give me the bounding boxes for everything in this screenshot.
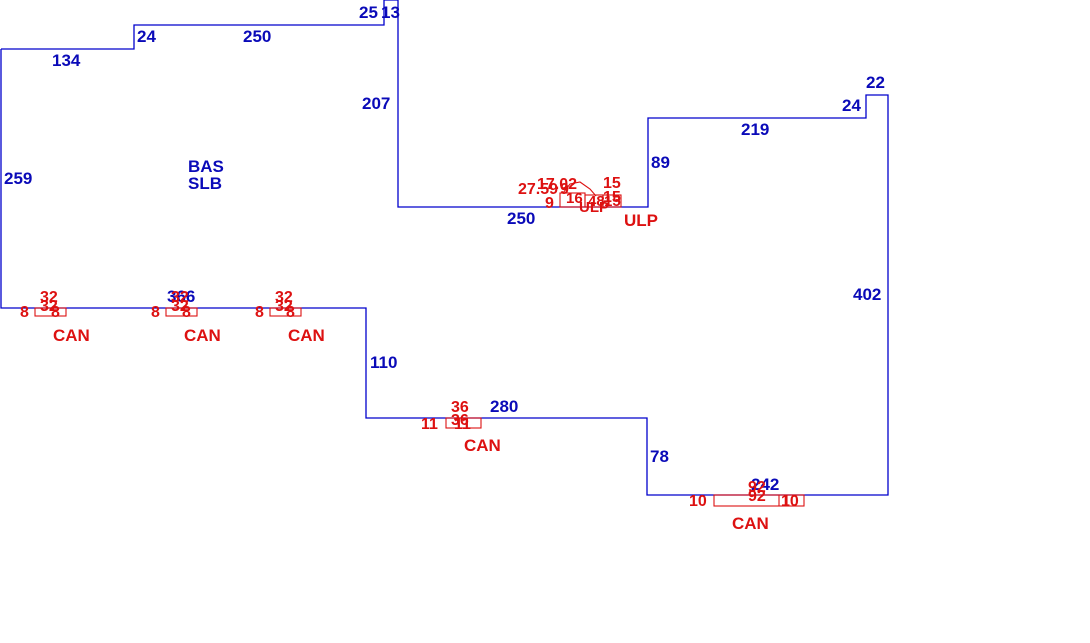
dimension-24-top: 24 bbox=[137, 27, 156, 46]
ulp-value-15-right: 15 bbox=[604, 193, 621, 210]
dimension-89: 89 bbox=[651, 153, 670, 172]
can-5-label: CAN bbox=[732, 514, 769, 533]
dimension-219: 219 bbox=[741, 120, 769, 139]
dimension-402: 402 bbox=[853, 285, 881, 304]
can-5-right-value: 10 bbox=[781, 493, 799, 510]
dimension-22: 22 bbox=[866, 73, 885, 92]
can-3-left-value: 8 bbox=[255, 304, 264, 321]
can-5-left-value: 10 bbox=[689, 493, 707, 510]
dimension-25: 25 bbox=[359, 3, 378, 22]
room-label-line1: BAS bbox=[188, 157, 224, 176]
room-label-line2: SLB bbox=[188, 174, 222, 193]
can-1-left-value: 8 bbox=[20, 304, 29, 321]
can-fixture-2: 32 32 8 8 CAN bbox=[151, 289, 221, 345]
dimension-78: 78 bbox=[650, 447, 669, 466]
can-2-top-value: 32 bbox=[171, 289, 189, 306]
ulp-fixture-box-right bbox=[602, 194, 622, 208]
ulp-value-27-59: 27.59 bbox=[518, 181, 558, 198]
can-fixture-3-body bbox=[269, 307, 302, 317]
dimension-250-mid: 250 bbox=[507, 209, 535, 228]
can-1-top-value: 32 bbox=[40, 289, 58, 306]
ulp-value-15-top: 15 bbox=[603, 175, 621, 192]
ulp-value-9-right: 9 bbox=[560, 181, 569, 198]
can-1-mid-value: 32 bbox=[40, 298, 58, 315]
can-4-right-value: 11 bbox=[454, 416, 471, 433]
can-fixture-1: 32 32 8 8 CAN bbox=[20, 289, 90, 345]
ulp-value-16: 16 bbox=[566, 190, 583, 207]
dimension-366: 366 bbox=[167, 287, 195, 306]
can-1-right-value: 8 bbox=[51, 304, 60, 321]
dimension-134: 134 bbox=[52, 51, 81, 70]
can-3-right-value: 8 bbox=[286, 304, 295, 321]
ulp-value-15-mid: 15 bbox=[603, 189, 621, 206]
can-2-label: CAN bbox=[184, 326, 221, 345]
can-4-label: CAN bbox=[464, 436, 501, 455]
dimension-207: 207 bbox=[362, 94, 390, 113]
dimension-24-right: 24 bbox=[842, 96, 861, 115]
can-3-label: CAN bbox=[288, 326, 325, 345]
can-3-mid-value: 32 bbox=[275, 298, 293, 315]
ulp-value-48: 48 bbox=[588, 193, 605, 210]
dimension-280: 280 bbox=[490, 397, 518, 416]
can-fixture-5: 92 92 10 10 CAN bbox=[689, 479, 805, 533]
room-outline bbox=[0, 0, 889, 496]
can-5-mid-value: 92 bbox=[748, 488, 766, 505]
ulp-value-17-02: 17.02 bbox=[537, 176, 577, 193]
can-3-top-value: 32 bbox=[275, 289, 293, 306]
can-fixture-2-body bbox=[165, 307, 198, 317]
can-1-label: CAN bbox=[53, 326, 90, 345]
can-fixture-4-body bbox=[445, 417, 482, 429]
can-fixture-4: 36 36 11 11 CAN bbox=[421, 399, 501, 455]
can-fixture-1-body bbox=[34, 307, 67, 317]
ulp-overlap-label: ULP bbox=[579, 199, 609, 216]
dimension-259: 259 bbox=[4, 169, 32, 188]
can-fixture-3: 32 32 8 8 CAN bbox=[255, 289, 325, 345]
can-4-mid-value: 36 bbox=[451, 412, 469, 429]
dimension-242: 242 bbox=[751, 475, 779, 494]
dimension-110: 110 bbox=[370, 353, 397, 372]
can-2-right-value: 8 bbox=[182, 304, 191, 321]
dimension-13: 13 bbox=[381, 3, 400, 22]
can-2-left-value: 8 bbox=[151, 304, 160, 321]
ulp-fixture-sink-arc bbox=[562, 181, 597, 197]
can-5-top-value: 92 bbox=[748, 479, 766, 496]
dimension-250-top: 250 bbox=[243, 27, 271, 46]
ulp-value-9-left: 9 bbox=[545, 195, 554, 212]
can-fixture-5-body bbox=[713, 494, 805, 507]
ulp-fixture: 27.59 17.02 9 9 15 15 16 48 15 ULP ULP bbox=[518, 175, 658, 230]
can-4-left-value: 11 bbox=[421, 416, 438, 433]
can-4-top-value: 36 bbox=[451, 399, 469, 416]
ulp-label: ULP bbox=[624, 211, 658, 230]
can-2-mid-value: 32 bbox=[171, 298, 189, 315]
